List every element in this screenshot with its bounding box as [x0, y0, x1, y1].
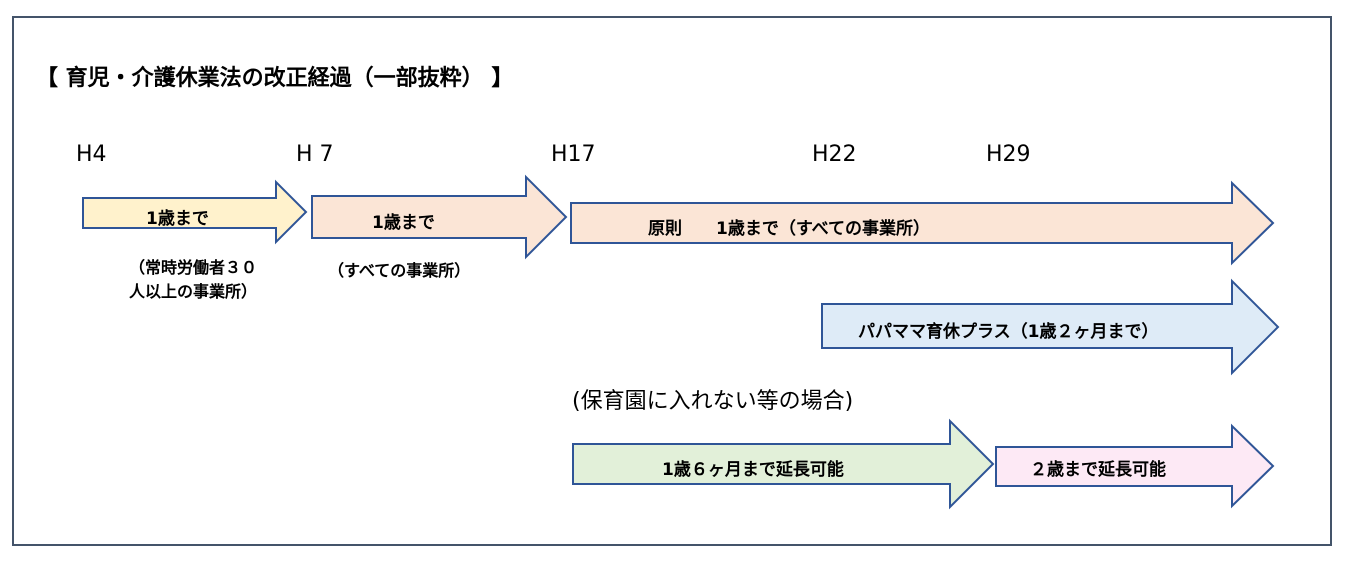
diagram-title: 【 育児・介護休業法の改正経過（一部抜粋） 】 [36, 66, 514, 91]
arrow-h4-note-line1: （常時労働者３０ [128, 258, 257, 277]
arrow-extend-2y-shape [995, 423, 1275, 509]
era-label-h22: H22 [812, 142, 857, 167]
arrow-h7-label: 1歳まで [372, 213, 435, 233]
arrow-h4-label: 1歳まで [146, 209, 209, 229]
diagram-frame [12, 16, 1332, 546]
arrow-extend-1y6m-label: 1歳６ヶ月まで延長可能 [662, 460, 844, 480]
arrow-h7-note: （すべての事業所） [328, 261, 471, 280]
arrow-h7-shape [311, 174, 568, 260]
arrow-h17-shape [570, 180, 1275, 266]
era-label-h29: H29 [986, 142, 1031, 167]
era-label-h17: H17 [551, 142, 596, 167]
era-label-h7: H 7 [296, 142, 334, 167]
arrow-h17-label: 原則 1歳まで（すべての事業所） [648, 219, 930, 239]
arrow-extend-1y6m-shape [572, 418, 995, 510]
arrow-papamama-label: パパママ育休プラス（1歳２ヶ月まで） [858, 322, 1159, 342]
arrow-extend-2y-label: ２歳まで延長可能 [1030, 460, 1166, 480]
arrow-h4-shape [82, 179, 308, 245]
era-label-h4: H4 [76, 142, 107, 167]
arrow-h4-note-line2: 人以上の事業所） [128, 282, 257, 301]
arrow-h4-note: （常時労働者３０ 人以上の事業所） [108, 256, 278, 304]
arrow-papamama-shape [821, 278, 1280, 376]
condition-note: (保育園に入れない等の場合) [572, 389, 854, 414]
